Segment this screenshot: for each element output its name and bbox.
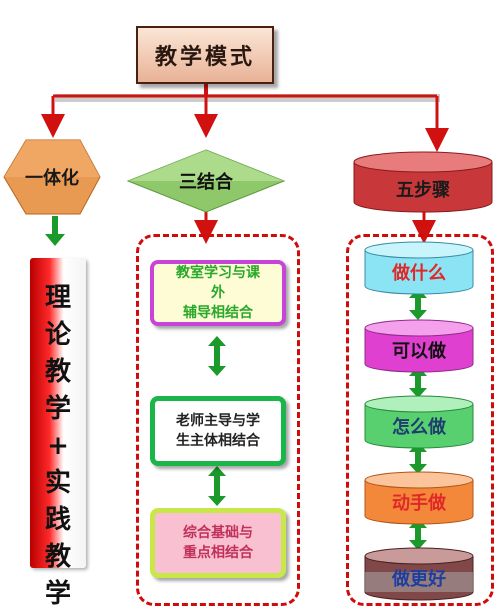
step-cylinder-3 <box>364 395 474 449</box>
combo-box-2-line-2: 生主体相结合 <box>176 433 260 449</box>
step-cylinder-1 <box>364 241 474 295</box>
combo-box-3: 综合基础与 重点相结合 <box>150 508 286 578</box>
step-label-3: 怎么做 <box>392 417 446 438</box>
column-char: 实 <box>44 468 71 498</box>
double-arrow-icon-2 <box>208 466 226 506</box>
column-char: 教 <box>44 542 71 572</box>
column-char: 学 <box>44 394 71 424</box>
theory-practice-column: 理 论 教 学 + 实 践 教 学 <box>30 258 86 609</box>
right-branch-label: 五步骤 <box>396 180 450 201</box>
combo-box-1: 教室学习与课外 辅导相结合 <box>150 260 286 326</box>
step-cylinder-4 <box>364 471 474 525</box>
hexagon-shape <box>3 139 101 215</box>
step-label-4: 动手做 <box>392 493 446 514</box>
column-char: 理 <box>44 283 71 313</box>
arrow-down-icon <box>45 216 65 246</box>
column-char: + <box>47 431 69 461</box>
middle-branch-label: 三结合 <box>179 172 233 193</box>
column-char: 学 <box>44 579 71 609</box>
left-branch-label: 一体化 <box>25 168 79 189</box>
combo-box-1-line-1: 教室学习与课外 <box>176 265 260 301</box>
diamond-shape <box>126 149 286 213</box>
combo-box-3-line-2: 重点相结合 <box>183 545 253 561</box>
combo-box-2: 老师主导与学 生主体相结合 <box>150 396 286 466</box>
column-char: 论 <box>44 320 71 350</box>
middle-dashed-frame <box>136 234 300 606</box>
double-arrow-icon-1 <box>208 336 226 376</box>
diagram-title: 教学模式 <box>136 26 274 84</box>
step-cylinder-5 <box>364 547 474 601</box>
column-char: 教 <box>44 357 71 387</box>
column-char: 践 <box>44 505 71 535</box>
combo-box-3-line-1: 综合基础与 <box>183 525 253 541</box>
step-cylinder-2 <box>364 319 474 373</box>
combo-box-1-line-2: 辅导相结合 <box>183 305 253 321</box>
combo-box-2-line-1: 老师主导与学 <box>176 413 260 429</box>
right-dashed-frame <box>346 234 494 606</box>
cylinder-shape <box>353 151 493 213</box>
step-label-1: 做什么 <box>392 263 446 284</box>
step-label-2: 可以做 <box>392 341 446 362</box>
step-label-5: 做更好 <box>392 569 446 590</box>
